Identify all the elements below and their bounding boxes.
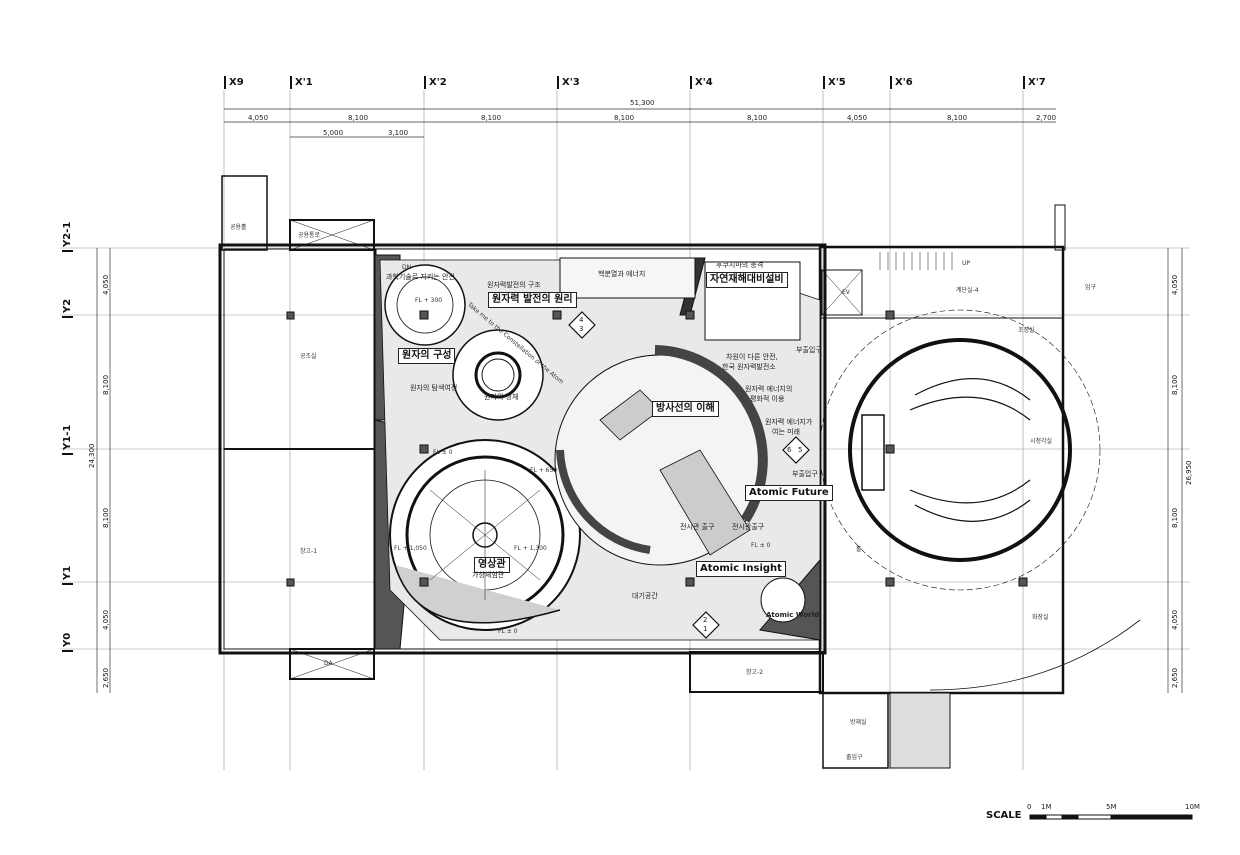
- exhibit-atomic-world: Atomic World: [766, 611, 819, 619]
- level-tag: FL ± 0: [498, 628, 518, 635]
- grid-label-x3: X'3: [557, 76, 580, 89]
- grid-label-y1: Y1: [62, 565, 73, 585]
- dim-sub: 3,100: [388, 129, 409, 137]
- room-entrance: 입구: [1085, 284, 1097, 291]
- grid-label-y1-1: Y1-1: [62, 424, 73, 455]
- dim-top: 4,050: [847, 114, 868, 122]
- label-atom-explore: 원자의 탐색여정: [410, 384, 458, 392]
- label-entrance-right: 부출입구: [792, 470, 818, 478]
- room-hall: 홀: [856, 546, 862, 553]
- label-atom-identity: 원자의 정체: [484, 393, 519, 401]
- label-fission: 핵분열과 에너지: [598, 270, 646, 278]
- room-da: DA: [324, 660, 333, 667]
- dim-top: 8,100: [614, 114, 635, 122]
- label-plant-structure: 원자력발전의 구조: [487, 281, 541, 289]
- label-korea-safety-2: 한국 원자력발전소: [722, 363, 776, 371]
- room-dn: DN: [402, 264, 412, 271]
- dim-left-total: 24,300: [88, 443, 96, 469]
- dim-left: 2,650: [102, 667, 110, 688]
- room-storage-1: 창고-1: [300, 548, 318, 555]
- grid-label-x4: X'4: [690, 76, 713, 89]
- marker-number: 4: [579, 316, 584, 324]
- dim-right-total: 26,950: [1185, 460, 1193, 486]
- room-restroom: 화장실: [1032, 614, 1049, 621]
- label-peaceful-use-2: 평화적 이용: [750, 395, 785, 403]
- label-safety-tech: 과학기술로 지키는 안전: [386, 273, 455, 281]
- room-door: 출입구: [846, 754, 863, 761]
- dim-left: 8,100: [102, 507, 110, 528]
- dim-right: 4,050: [1171, 609, 1179, 630]
- dim-left: 8,100: [102, 374, 110, 395]
- grid-label-x7: X'7: [1023, 76, 1046, 89]
- exhibit-theater: 영상관: [474, 557, 510, 573]
- room-storage-2: 창고-2: [746, 669, 764, 676]
- label-secondary-entrance: 부출입구: [796, 346, 822, 354]
- level-tag: FL + 1,050: [394, 545, 427, 552]
- room-ev: EV: [842, 289, 850, 296]
- marker-number: 1: [703, 625, 708, 633]
- scale-tick: 0: [1027, 803, 1032, 811]
- level-tag: FL ± 0: [433, 449, 453, 456]
- exhibit-radiation: 방사선의 이해: [652, 401, 719, 417]
- label-future-2: 여는 미래: [772, 428, 800, 436]
- label-future: 원자력 에너지가: [765, 418, 813, 426]
- grid-label-y2-1: Y2-1: [62, 221, 73, 252]
- room-ac: 공조실: [300, 353, 317, 360]
- dim-top: 8,100: [348, 114, 369, 122]
- room-av: 시청각실: [1030, 438, 1053, 445]
- exhibit-atomic-future: Atomic Future: [745, 485, 833, 501]
- exhibit-nuclear-principle: 원자력 발전의 원리: [488, 292, 577, 308]
- level-tag: FL + 650: [530, 467, 558, 474]
- level-tag: FL + 300: [415, 297, 443, 304]
- room-up: UP: [962, 260, 971, 267]
- marker-number: 2: [703, 616, 708, 624]
- room-common-hall: 공용홀: [230, 224, 247, 231]
- grid-label-x2: X'2: [424, 76, 447, 89]
- label-waiting: 대기공간: [632, 592, 658, 600]
- dim-top: 8,100: [481, 114, 502, 122]
- grid-label-x5: X'5: [823, 76, 846, 89]
- room-corridor: 공용통로: [298, 232, 321, 239]
- dim-right: 4,050: [1171, 274, 1179, 295]
- label-peaceful-use: 원자력 에너지의: [745, 385, 793, 393]
- marker-number: 6: [787, 446, 792, 454]
- dim-sub: 5,000: [323, 129, 344, 137]
- dim-top: 2,700: [1036, 114, 1057, 122]
- label-fukushima: 후쿠시마의 충격: [716, 261, 764, 269]
- dim-left: 4,050: [102, 274, 110, 295]
- dim-top: 4,050: [248, 114, 269, 122]
- dim-right: 8,100: [1171, 374, 1179, 395]
- scale-tick: 10M: [1185, 803, 1200, 811]
- grid-label-x1: X'1: [290, 76, 313, 89]
- grid-label-y0: Y0: [62, 632, 73, 652]
- level-tag: FL ± 0: [751, 542, 771, 549]
- room-disaster: 방재실: [850, 719, 867, 726]
- scale-tick: 5M: [1106, 803, 1117, 811]
- dim-total-width: 51,300: [630, 99, 655, 107]
- dim-left: 4,050: [102, 609, 110, 630]
- exhibit-atomic-insight: Atomic Insight: [696, 561, 786, 577]
- exhibit-natural-disaster: 자연재해대비설비: [706, 272, 788, 288]
- grid-label-x9: X9: [224, 76, 244, 89]
- exhibit-atom-structure: 원자의 구성: [398, 348, 456, 364]
- label-exit: 전시관 출구: [680, 523, 715, 531]
- dim-top: 8,100: [947, 114, 968, 122]
- dim-top: 8,100: [747, 114, 768, 122]
- label-korea-safety: 차원이 다른 안전,: [726, 353, 778, 361]
- marker-number: 5: [798, 446, 803, 454]
- room-stair-4: 계단실-4: [956, 287, 979, 294]
- marker-number: 3: [579, 325, 584, 333]
- dim-right: 8,100: [1171, 507, 1179, 528]
- dim-right: 2,650: [1171, 667, 1179, 688]
- grid-label-x6: X'6: [890, 76, 913, 89]
- scale-tick: 1M: [1041, 803, 1052, 811]
- label-vr: 가상체험관: [472, 571, 505, 579]
- grid-label-y2: Y2: [62, 298, 73, 318]
- room-control: 조정실: [1018, 327, 1035, 334]
- level-tag: FL + 1,300: [514, 545, 547, 552]
- scale-label: SCALE: [986, 810, 1022, 821]
- label-exhibit-exit: 전시관출구: [732, 523, 765, 531]
